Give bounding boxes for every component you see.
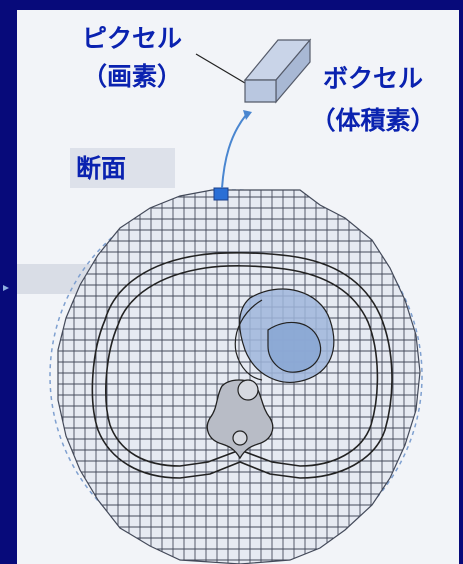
pixel-pointer-line [195,53,251,87]
voxel-label: ボクセル [322,64,423,93]
arrow-right-icon [3,285,9,291]
pixel-sub-label: （画素） [81,62,182,91]
pixel-label: ピクセル [81,24,182,53]
heart-region [234,288,335,383]
section-label: 断面 [76,154,127,183]
voxel-sub-label: （体積素） [310,106,436,135]
spine [206,379,274,460]
pixel-to-voxel-arrow [221,114,247,189]
highlighted-pixel [213,187,229,201]
body-outline [91,252,393,479]
section-label-background [70,148,175,188]
scan-field-circle [49,189,423,563]
voxel-column [243,38,312,104]
